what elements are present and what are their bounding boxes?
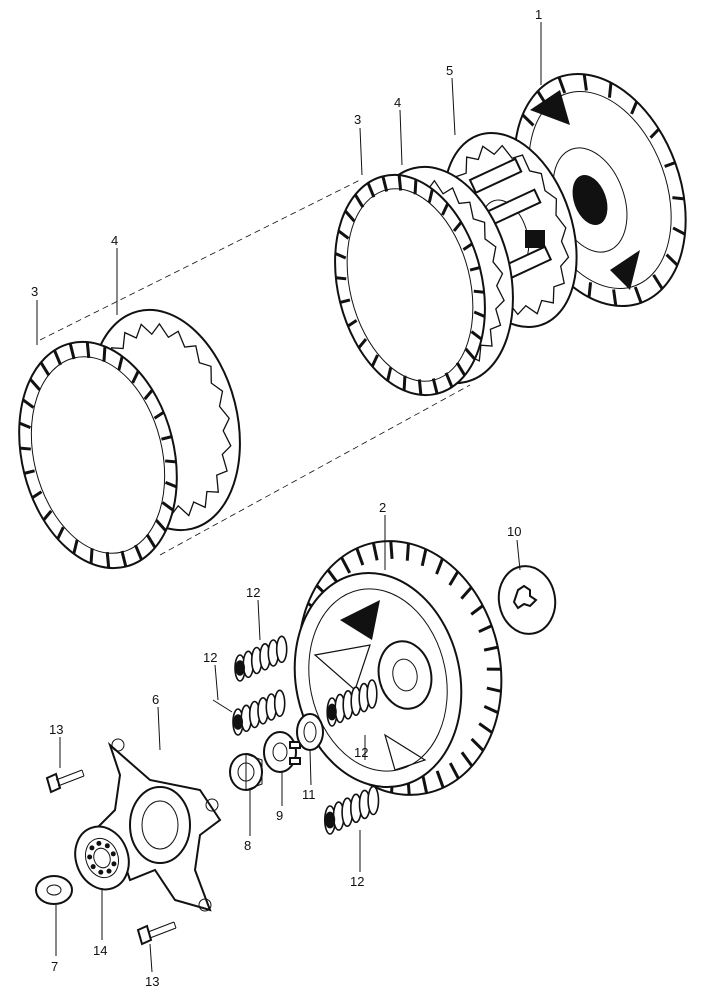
callout-5: 5 <box>446 63 453 78</box>
callout-4-right: 4 <box>394 95 401 110</box>
friction-disc-left <box>18 340 178 570</box>
washer <box>35 875 73 905</box>
callout-10: 10 <box>507 524 521 539</box>
callout-13-upper: 13 <box>49 722 63 737</box>
callout-3-right: 3 <box>354 112 361 127</box>
leader-lines <box>36 22 542 973</box>
ball-bearing <box>74 825 130 891</box>
callout-4-left: 4 <box>111 233 118 248</box>
callout-6: 6 <box>152 692 159 707</box>
callout-11: 11 <box>302 787 316 802</box>
clutch-spring-a <box>234 635 288 682</box>
callout-14: 14 <box>93 943 107 958</box>
callout-8: 8 <box>244 838 251 853</box>
callout-3-left: 3 <box>31 284 38 299</box>
callout-9: 9 <box>276 808 283 823</box>
assembly-axis-lines <box>39 179 471 556</box>
lock-tab-washer <box>263 731 301 773</box>
callout-7: 7 <box>51 959 58 974</box>
collar-nut <box>229 753 263 791</box>
callout-2: 2 <box>379 500 386 515</box>
lock-washer <box>497 565 557 635</box>
callout-1: 1 <box>535 7 542 22</box>
thrust-washer <box>296 713 324 751</box>
clutch-spring-c <box>326 679 378 727</box>
callout-12-left: 12 <box>203 650 217 665</box>
bolt-lower <box>136 921 177 946</box>
friction-disc-right <box>334 173 486 397</box>
clutch-spring-d <box>323 785 380 835</box>
callout-13-lower: 13 <box>145 974 159 989</box>
clutch-spring-b <box>232 689 286 736</box>
callout-12-bottom: 12 <box>350 874 364 889</box>
callout-12-center: 12 <box>354 745 368 760</box>
clutch-center-hub <box>293 540 503 796</box>
callout-12-top: 12 <box>246 585 260 600</box>
bolt-upper <box>45 769 85 794</box>
callout-labels: 1 5 4 3 4 3 2 10 12 12 6 13 12 11 9 8 12… <box>31 7 542 989</box>
